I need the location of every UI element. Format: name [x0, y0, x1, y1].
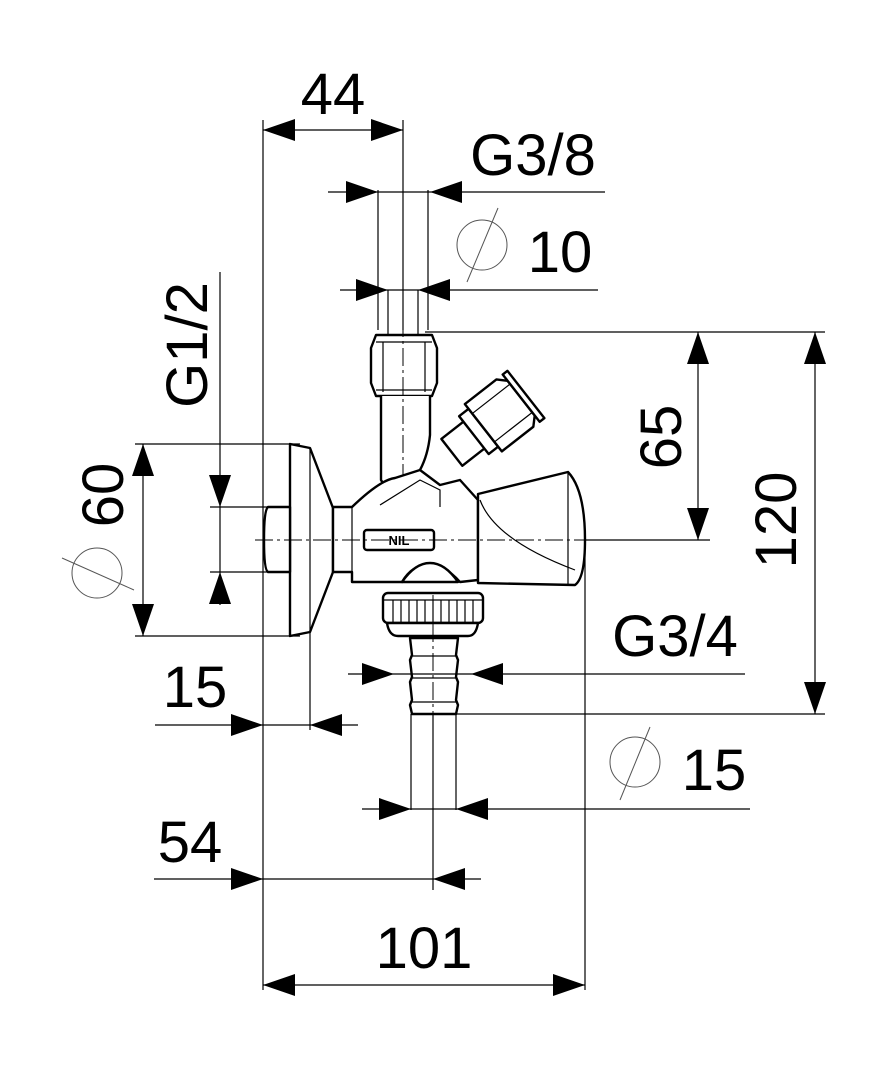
top-hex-nut [369, 333, 439, 398]
svg-text:G3/4: G3/4 [612, 604, 738, 669]
svg-text:44: 44 [301, 62, 366, 127]
dimension-dia10: 10 [340, 207, 598, 301]
svg-text:101: 101 [376, 916, 473, 981]
svg-text:15: 15 [682, 738, 747, 803]
valve-body: NIL [255, 190, 600, 810]
dimension-g38: G3/8 [328, 123, 605, 203]
main-body [331, 468, 480, 584]
svg-text:60: 60 [71, 463, 136, 528]
diameter-symbol-icon [609, 726, 661, 801]
svg-text:10: 10 [528, 220, 593, 285]
svg-text:54: 54 [158, 810, 223, 875]
brand-label: NIL [389, 533, 410, 548]
dimension-54: 54 [154, 810, 481, 890]
dimension-g12: G1/2 [155, 272, 231, 605]
angled-outlet [440, 369, 546, 467]
dimension-120: 120 [744, 332, 826, 714]
svg-text:65: 65 [629, 405, 694, 470]
svg-text:15: 15 [163, 655, 228, 720]
dimension-44: 44 [263, 62, 403, 141]
dimension-15-depth: 15 [155, 655, 358, 736]
diameter-symbol-icon [456, 207, 508, 283]
dimension-g34: G3/4 [348, 604, 745, 685]
svg-text:120: 120 [744, 472, 809, 569]
dimension-65: 65 [629, 332, 709, 540]
dimension-dia60: 60 [61, 444, 154, 636]
dimension-101: 101 [263, 916, 585, 996]
svg-text:G3/8: G3/8 [470, 123, 596, 188]
diameter-symbol-icon [61, 547, 135, 599]
svg-text:G1/2: G1/2 [155, 282, 220, 408]
dimension-dia15: 15 [362, 726, 750, 820]
